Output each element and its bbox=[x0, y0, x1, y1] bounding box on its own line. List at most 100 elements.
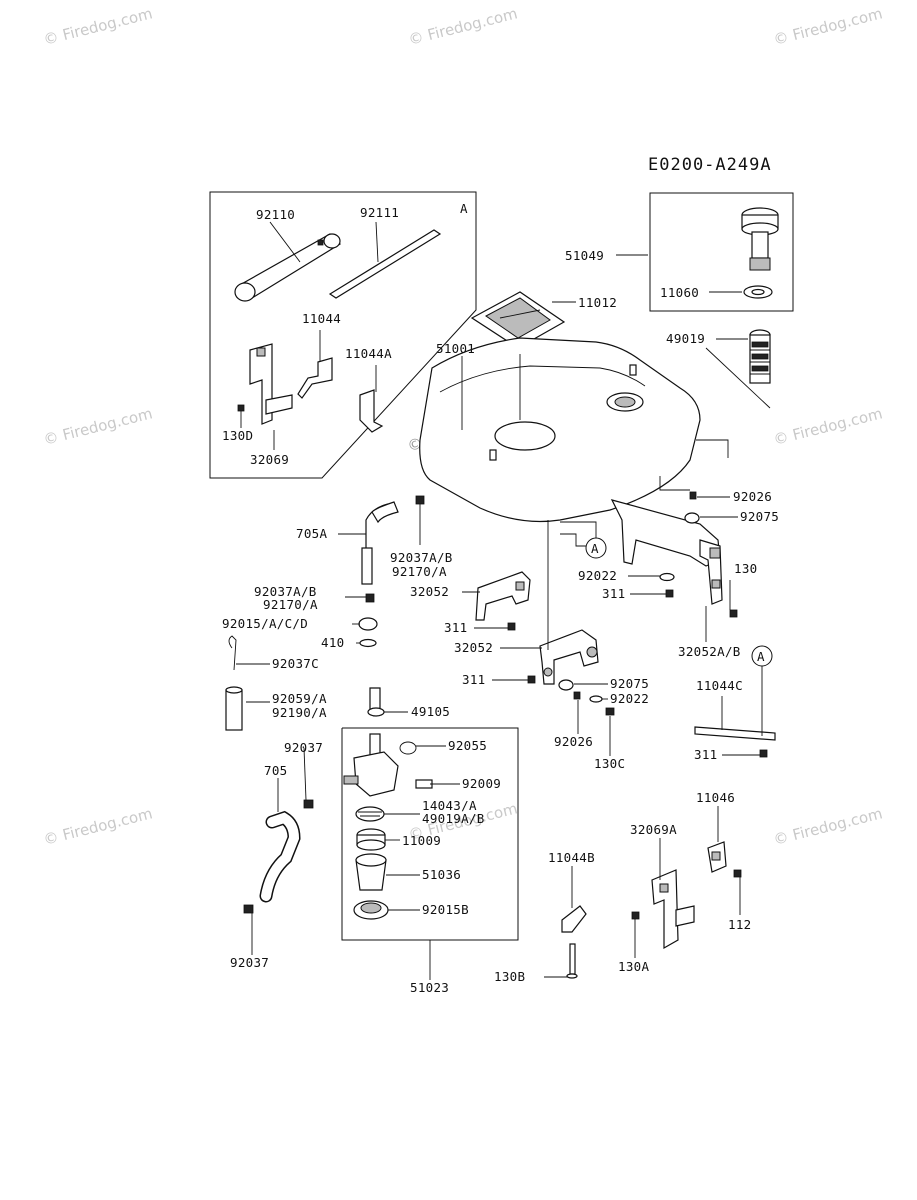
part-label: 32069 bbox=[250, 452, 289, 467]
bolt-130c-part bbox=[605, 707, 615, 716]
watermark: © Firedog.com bbox=[772, 404, 885, 448]
fuel-gauge-part bbox=[470, 291, 566, 355]
watermark: © Firedog.com bbox=[772, 4, 885, 48]
part-label: 92022 bbox=[578, 568, 617, 583]
nut-311-lower-part bbox=[527, 675, 536, 684]
part-label: 92015/A/C/D bbox=[222, 616, 308, 631]
part-label: 11044B bbox=[548, 850, 595, 865]
clip-11046-part bbox=[707, 841, 727, 873]
part-label: 11044C bbox=[696, 678, 743, 693]
bushing-92075-lower-part bbox=[558, 679, 574, 691]
clip-92037c-part bbox=[228, 635, 237, 671]
part-label: 311 bbox=[602, 586, 625, 601]
part-label: 92075 bbox=[610, 676, 649, 691]
bolt-112-part bbox=[733, 869, 742, 878]
bolt-130-part bbox=[729, 609, 738, 618]
watermark: © Firedog.com bbox=[42, 404, 155, 448]
part-label: 92026 bbox=[733, 489, 772, 504]
fuel-cap-box-outline bbox=[649, 192, 794, 312]
watermark: © Firedog.com bbox=[42, 804, 155, 848]
part-label: 92015B bbox=[422, 902, 469, 917]
washer-92022-lower-part bbox=[589, 695, 603, 703]
part-label: 14043/A bbox=[422, 798, 477, 813]
nut-92026-part bbox=[689, 491, 697, 500]
part-label: 92022 bbox=[610, 691, 649, 706]
fuel-cap-part bbox=[741, 207, 779, 271]
clip-11044a-part bbox=[359, 389, 384, 433]
part-label: 92037A/B bbox=[390, 550, 453, 565]
fuel-filter-part bbox=[749, 329, 771, 384]
part-label: 32069A bbox=[630, 822, 677, 837]
ref-marker-a bbox=[751, 645, 773, 667]
part-label: 11044 bbox=[302, 311, 341, 326]
part-label: 32052 bbox=[454, 640, 493, 655]
tube-92059a-part bbox=[225, 689, 243, 731]
part-label: 410 bbox=[321, 635, 344, 650]
part-label: 92190/A bbox=[272, 705, 327, 720]
part-label: 92037A/B bbox=[254, 584, 317, 599]
part-label: 705 bbox=[264, 763, 287, 778]
bracket-32069-part bbox=[237, 343, 293, 425]
part-label: 51049 bbox=[565, 248, 604, 263]
clamp-92037ab-part bbox=[415, 495, 425, 505]
part-label: 32052A/B bbox=[678, 644, 741, 659]
part-label: 92037 bbox=[284, 740, 323, 755]
tools-box-outline bbox=[209, 191, 477, 479]
part-label: 130C bbox=[594, 756, 625, 771]
watermark: © Firedog.com bbox=[407, 4, 520, 48]
ref-marker-a-label: A bbox=[591, 541, 599, 556]
strap-11044c-part bbox=[694, 726, 776, 741]
part-label: 112 bbox=[728, 917, 751, 932]
nut-92026-lower-part bbox=[573, 691, 581, 700]
fuel-tank-part bbox=[419, 337, 701, 523]
hose-stub-part bbox=[361, 547, 373, 585]
part-labels: 92110 92111 11044 11044A 130D 32069 5104… bbox=[222, 205, 779, 995]
fuel-cock-assembly bbox=[341, 687, 519, 941]
part-label: 92026 bbox=[554, 734, 593, 749]
part-label: 92059/A bbox=[272, 691, 327, 706]
part-label: 11009 bbox=[402, 833, 441, 848]
part-label: 130B bbox=[494, 969, 525, 984]
watermark: © Firedog.com bbox=[772, 804, 885, 848]
bolt-130b-part bbox=[566, 943, 578, 979]
clamp-92037-lower-part bbox=[243, 904, 254, 914]
ref-marker-a bbox=[585, 537, 607, 559]
part-label: 49019A/B bbox=[422, 811, 485, 826]
part-label: 130A bbox=[618, 959, 649, 974]
nut-311-upper-part bbox=[507, 622, 516, 631]
nut-311-part bbox=[665, 589, 674, 598]
nut-311-strap-part bbox=[759, 749, 768, 758]
part-label: 92037 bbox=[230, 955, 269, 970]
leader-lines bbox=[236, 221, 763, 980]
clip-11044-part bbox=[297, 357, 333, 399]
bushing-92075-part bbox=[684, 512, 700, 524]
part-label: 92055 bbox=[448, 738, 487, 753]
clip-11044b-part bbox=[561, 905, 587, 933]
nut-92015-part bbox=[358, 617, 378, 631]
part-label: 32052 bbox=[410, 584, 449, 599]
box-wrench-part bbox=[234, 233, 341, 302]
clamp-92037-upper-part bbox=[303, 799, 314, 809]
section-marker: A bbox=[460, 201, 468, 216]
part-label: 92075 bbox=[740, 509, 779, 524]
part-label: 11044A bbox=[345, 346, 392, 361]
diagram-code: E0200-A249A bbox=[648, 155, 772, 175]
part-label: 311 bbox=[694, 747, 717, 762]
bracket-32052-upper-part bbox=[475, 571, 531, 621]
clamp-92037ab-lower-part bbox=[365, 593, 375, 603]
part-label: 11060 bbox=[660, 285, 699, 300]
fuel-cock-box-outline bbox=[341, 727, 519, 941]
washer-410-part bbox=[359, 638, 377, 648]
part-label: 92009 bbox=[462, 776, 501, 791]
part-label: 705A bbox=[296, 526, 327, 541]
part-label: 92170/A bbox=[392, 564, 447, 579]
ref-marker-a-label: A bbox=[757, 649, 765, 664]
part-label: 51001 bbox=[436, 341, 475, 356]
tools-box: A bbox=[209, 191, 477, 479]
part-label: 11012 bbox=[578, 295, 617, 310]
watermark: © Firedog.com bbox=[42, 4, 155, 48]
part-label: 130D bbox=[222, 428, 253, 443]
part-label: 11046 bbox=[696, 790, 735, 805]
part-label: 311 bbox=[462, 672, 485, 687]
